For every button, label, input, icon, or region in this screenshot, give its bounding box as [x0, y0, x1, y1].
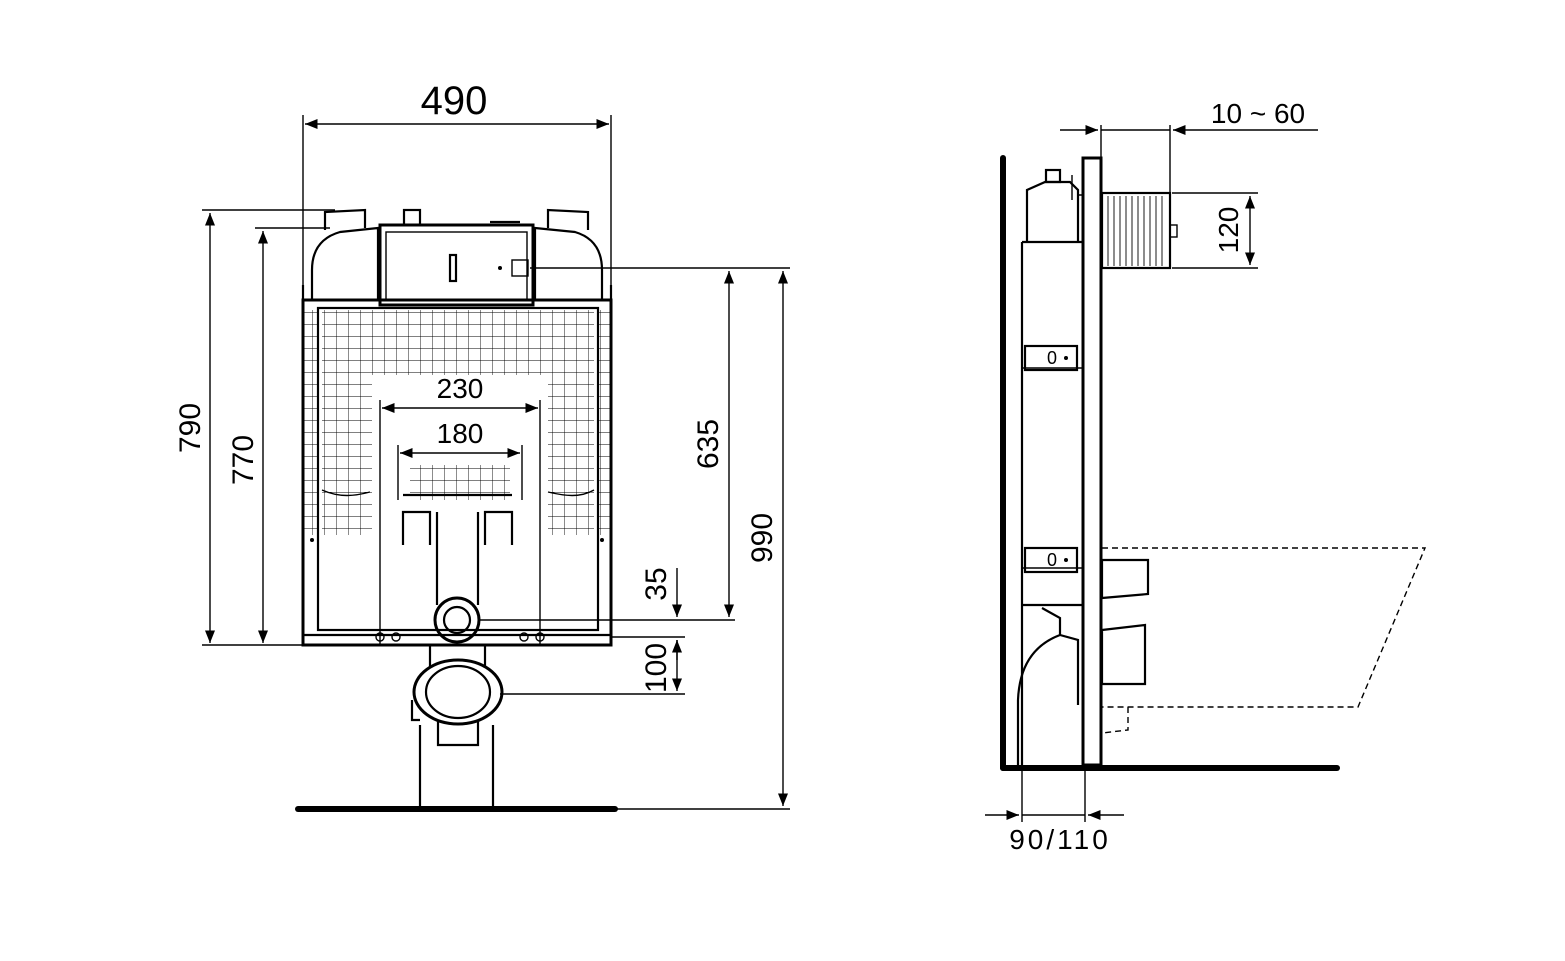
side-view: 0 0 10 ~ 60 [985, 98, 1427, 855]
dim-635-label: 635 [692, 419, 725, 469]
bolt-lower [1100, 623, 1147, 686]
dim-100-label: 100 [640, 643, 673, 693]
dim-490: 490 [302, 79, 612, 300]
dim-635: 635 [478, 267, 790, 621]
dim-depth-label: 90/110 [1009, 824, 1111, 855]
dim-770: 770 [227, 227, 330, 643]
dim-35: 35 [611, 567, 685, 660]
dim-120: 120 [1172, 192, 1258, 269]
flush-pipe [401, 510, 514, 806]
dim-230: 230 [379, 373, 541, 645]
dim-100: 100 [500, 640, 685, 695]
bracket-upper-label: 0 [1047, 348, 1057, 368]
dim-depth: 90/110 [985, 765, 1124, 855]
front-view: 490 790 770 230 180 [174, 79, 790, 812]
dim-wall-gap: 10 ~ 60 [1060, 98, 1318, 193]
dim-490-label: 490 [421, 79, 488, 123]
dim-790: 790 [174, 209, 335, 646]
dim-790-label: 790 [174, 403, 207, 453]
bracket-lower: 0 [1023, 546, 1079, 574]
bracket-upper: 0 [1023, 344, 1079, 372]
frame [301, 285, 613, 647]
toilet-outline [1101, 547, 1427, 734]
dim-180-label: 180 [437, 418, 484, 449]
frame-post [1020, 156, 1103, 767]
dim-180: 180 [397, 418, 523, 500]
bracket-lower-label: 0 [1047, 550, 1057, 570]
dim-230-label: 230 [437, 373, 484, 404]
dim-770-label: 770 [227, 435, 260, 485]
dim-120-label: 120 [1213, 207, 1244, 254]
flush-button-panel [1100, 191, 1178, 270]
dim-wall-gap-label: 10 ~ 60 [1211, 98, 1305, 129]
cistern [310, 208, 604, 307]
cistern-side [1025, 168, 1083, 242]
dim-990-label: 990 [746, 513, 779, 563]
dim-35-label: 35 [640, 567, 673, 600]
bolt-upper [1100, 558, 1150, 600]
drain-elbow [1016, 607, 1080, 765]
dim-990: 990 [615, 271, 790, 810]
